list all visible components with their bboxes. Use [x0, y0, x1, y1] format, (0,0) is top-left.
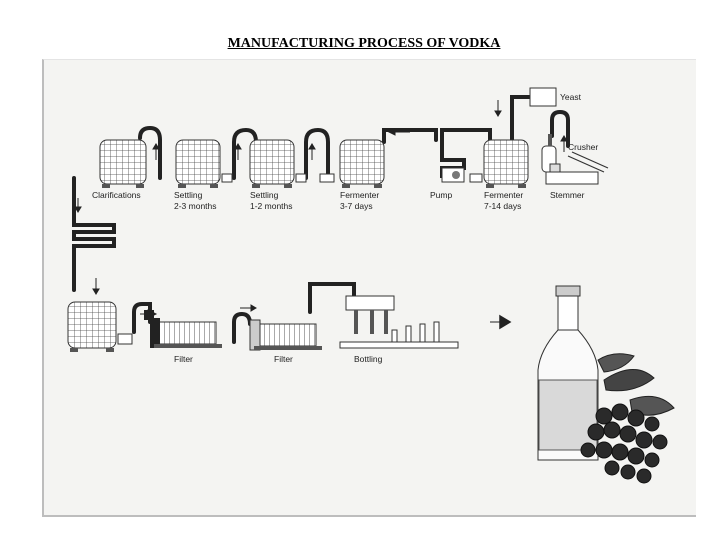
- label-fermenter-2-name: Fermenter: [484, 190, 523, 200]
- barrel-fermenter-2: [469, 139, 529, 188]
- label-fermenter-1-name: Fermenter: [340, 190, 379, 200]
- label-fermenter-1-time: 3-7 days: [340, 201, 373, 211]
- barrel-settling-2: [249, 139, 307, 188]
- label-yeast: Yeast: [560, 92, 582, 102]
- crusher-stemmer: [541, 134, 609, 185]
- barrel-bottom-storage: [67, 301, 133, 352]
- bottling-machine: [339, 295, 459, 349]
- top-pipes: [138, 95, 570, 180]
- label-settling-1-time: 2-3 months: [174, 201, 217, 211]
- label-settling-2-time: 1-2 months: [250, 201, 293, 211]
- label-bottling: Bottling: [354, 354, 383, 364]
- grapes-illustration: [580, 403, 668, 484]
- barrel-clarifications: [99, 139, 147, 188]
- yeast-box: [529, 87, 557, 107]
- barrel-fermenter-1: [319, 139, 385, 188]
- label-pump: Pump: [430, 190, 452, 200]
- vodka-bottle-illustration: [537, 285, 675, 461]
- label-stemmer: Stemmer: [550, 190, 585, 200]
- barrel-settling-1: [175, 139, 233, 188]
- filter-2: [249, 319, 322, 351]
- filter-1: [144, 310, 222, 348]
- label-settling-2-name: Settling: [250, 190, 279, 200]
- flow-arrows-bottom: [92, 278, 512, 330]
- process-diagram-panel: Yeast Crusher Stemmer Fermenter 7-14 day…: [42, 59, 696, 517]
- page-title: MANUFACTURING PROCESS OF VODKA: [227, 36, 501, 51]
- flow-arrows-top: [74, 100, 568, 213]
- label-settling-1-name: Settling: [174, 190, 203, 200]
- label-filter-1: Filter: [174, 354, 193, 364]
- label-fermenter-2-time: 7-14 days: [484, 201, 521, 211]
- bottom-pipes: [132, 282, 356, 344]
- label-filter-2: Filter: [274, 354, 293, 364]
- label-crusher: Crusher: [568, 142, 598, 152]
- pump: [441, 167, 465, 183]
- label-clarifications: Clarifications: [92, 190, 141, 200]
- left-coil-pipe: [72, 176, 116, 292]
- process-diagram: Yeast Crusher Stemmer Fermenter 7-14 day…: [67, 87, 675, 484]
